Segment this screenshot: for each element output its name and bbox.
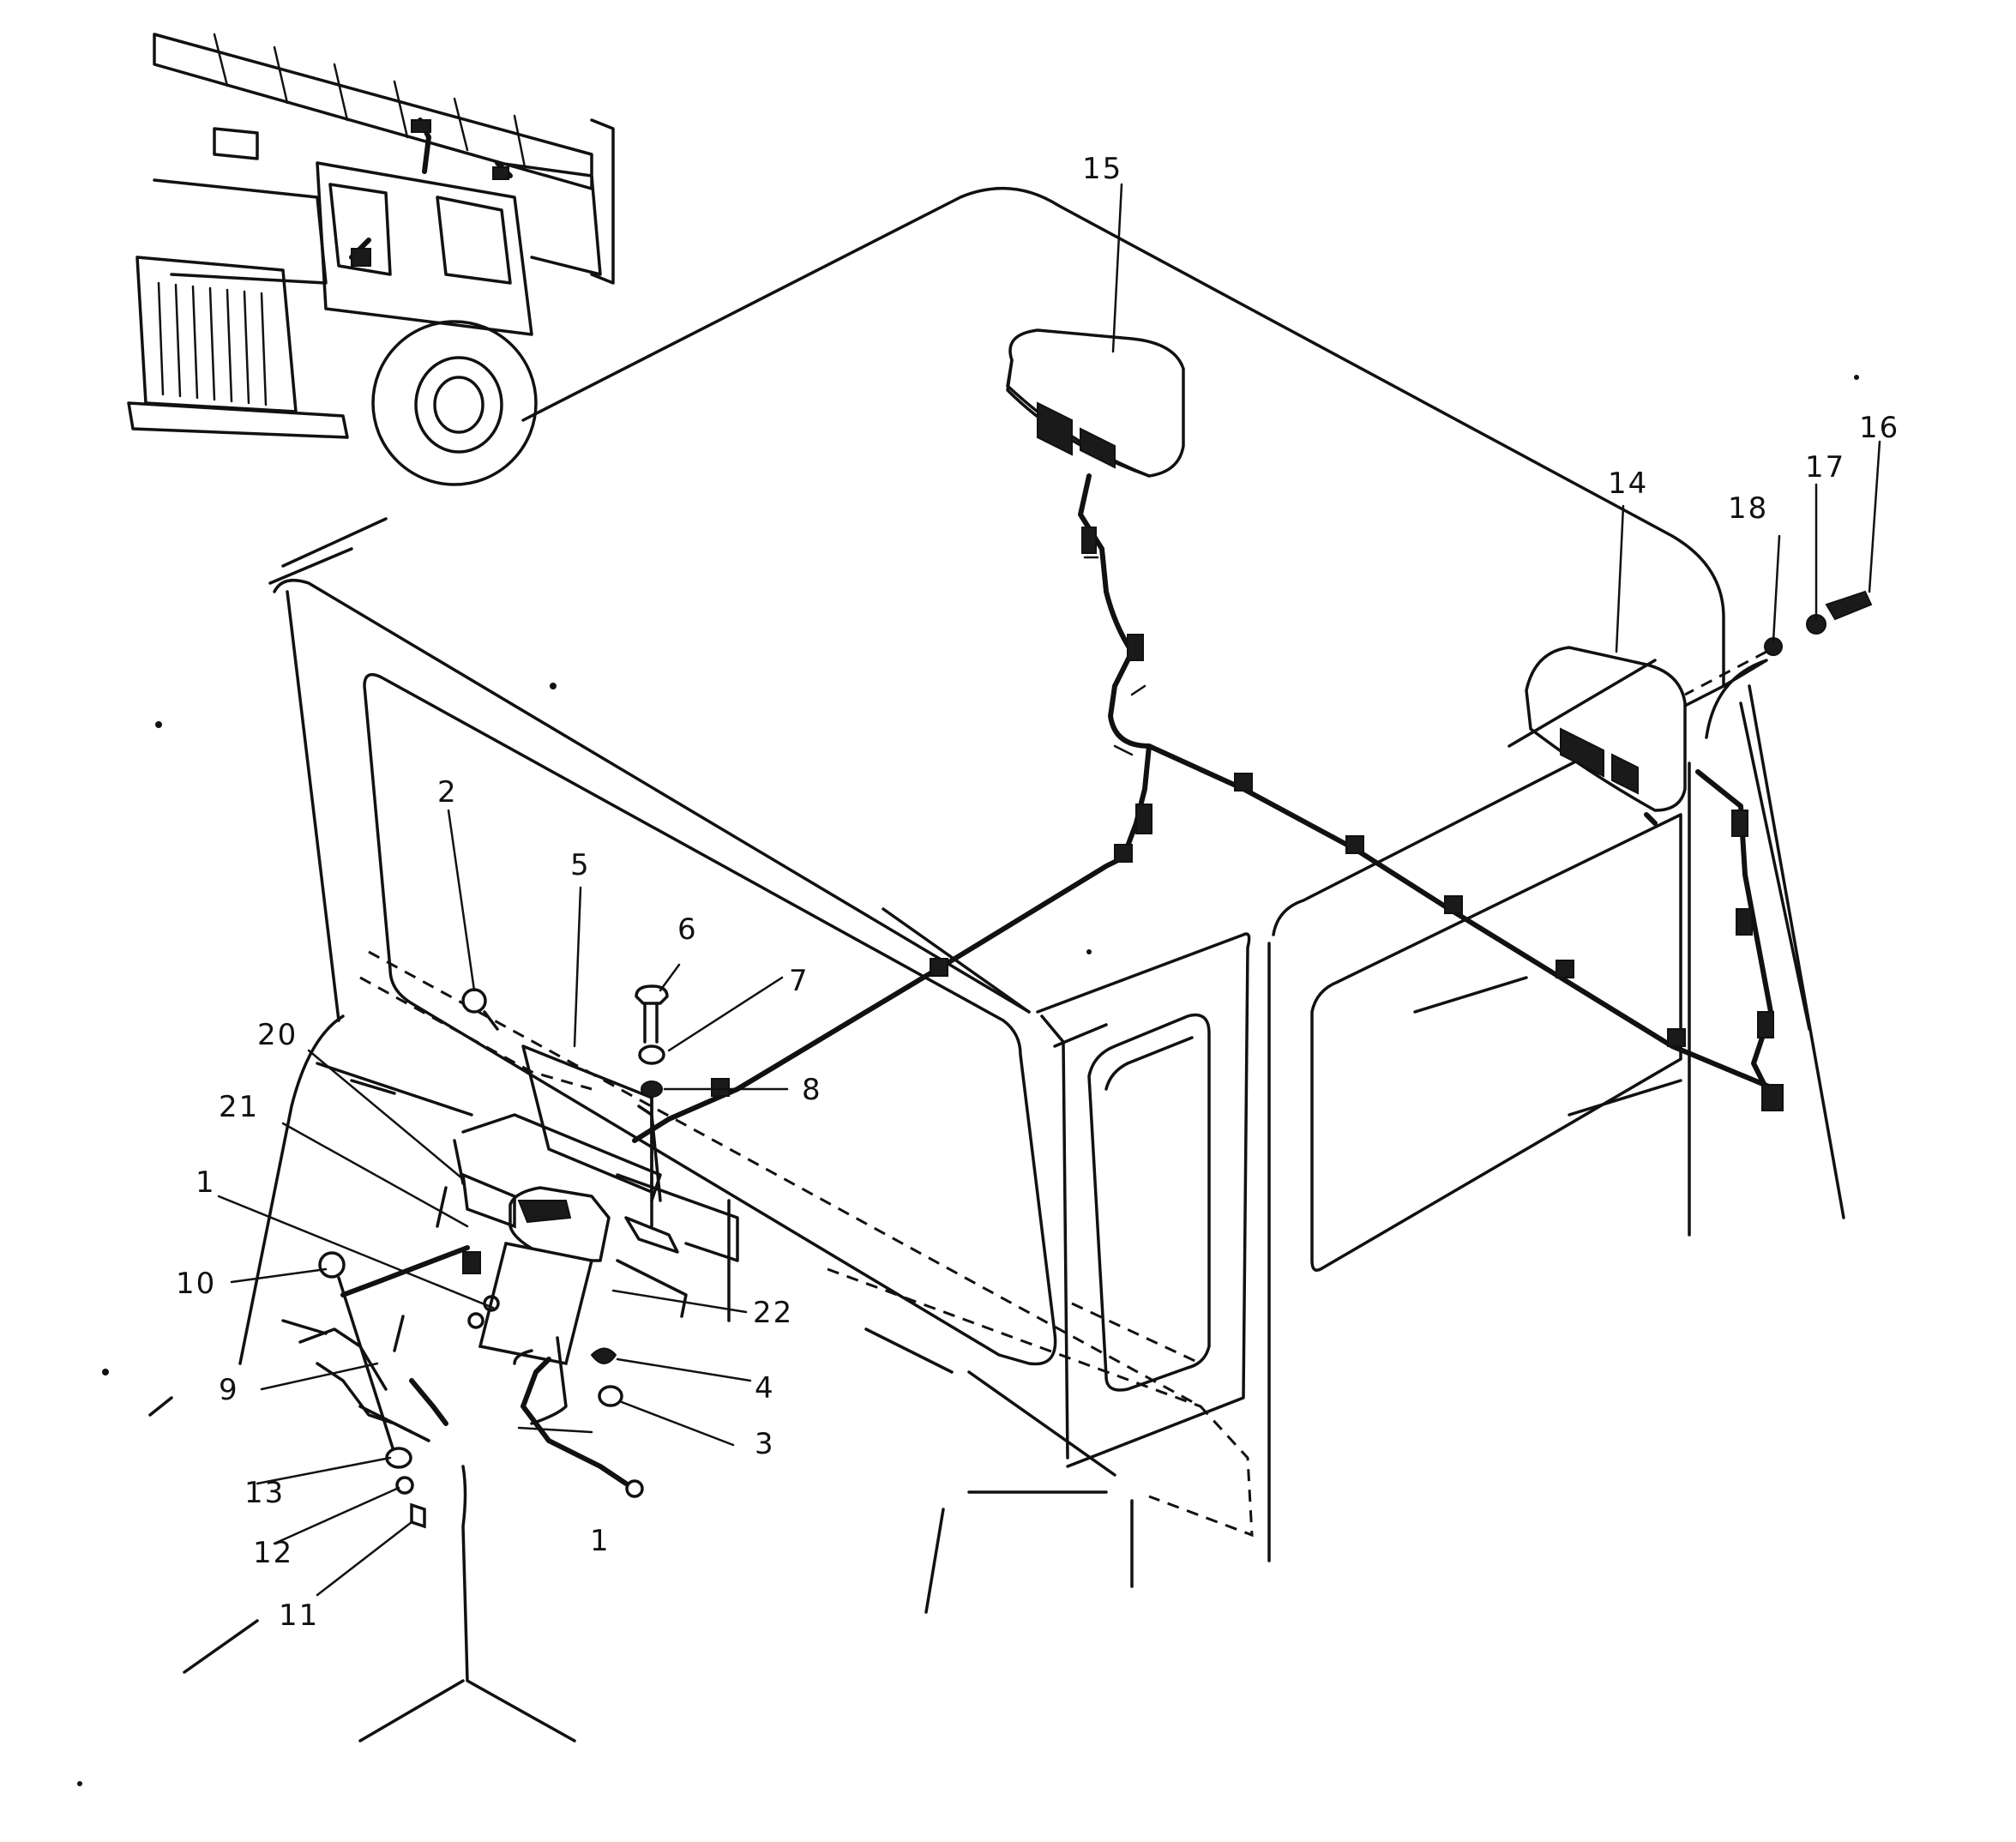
callout-1-upper: 1 — [196, 1165, 216, 1200]
callout-17: 17 — [1805, 450, 1845, 485]
callout-6: 6 — [677, 912, 698, 947]
callout-9: 9 — [219, 1373, 239, 1407]
callout-8: 8 — [802, 1073, 822, 1107]
cab-body — [148, 578, 1845, 1743]
callout-10: 10 — [176, 1267, 216, 1301]
callout-21: 21 — [219, 1090, 259, 1124]
callout-3: 3 — [755, 1427, 775, 1461]
callout-20: 20 — [257, 1018, 298, 1052]
callout-15: 15 — [1082, 152, 1122, 186]
callout-7: 7 — [789, 964, 809, 998]
cab-roof — [268, 186, 1725, 1335]
callout-4: 4 — [755, 1371, 775, 1406]
truck-locator-inset — [127, 33, 615, 486]
callout-2: 2 — [437, 775, 458, 810]
callout-18: 18 — [1728, 491, 1768, 526]
scan-specks — [77, 375, 1859, 1786]
callout-5: 5 — [570, 848, 591, 882]
callout-16: 16 — [1859, 411, 1899, 445]
callout-labels: 15 14 16 17 18 2 5 6 7 8 20 21 1 10 22 9… — [176, 152, 1899, 1633]
callout-12: 12 — [253, 1536, 293, 1570]
callout-1-lower: 1 — [590, 1524, 611, 1558]
control-module — [340, 1044, 739, 1498]
bracket-hardware — [298, 984, 679, 1529]
leader-lines — [217, 183, 1881, 1597]
wiring-harness — [632, 473, 1784, 1143]
callout-11: 11 — [279, 1598, 319, 1633]
work-lamp-15 — [1006, 328, 1185, 478]
callout-22: 22 — [753, 1296, 793, 1330]
callout-14: 14 — [1608, 467, 1648, 501]
lamp-mount-hardware — [1507, 590, 1873, 748]
work-lamp-14 — [1525, 646, 1687, 812]
callout-13: 13 — [244, 1476, 285, 1510]
